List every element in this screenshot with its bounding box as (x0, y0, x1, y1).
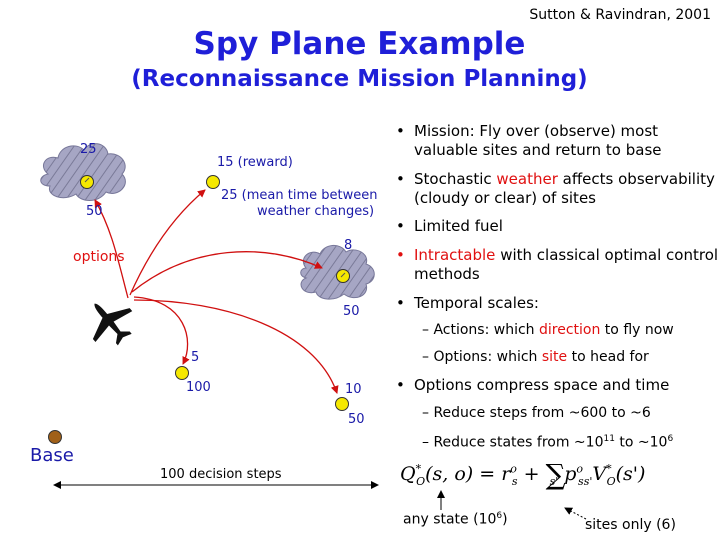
decision-steps-label: 100 decision steps (160, 467, 282, 482)
subbullet-options: – Options: which site to head for (422, 349, 649, 365)
citation: Sutton & Ravindran, 2001 (529, 7, 711, 23)
option-arrows (94, 189, 339, 394)
subbullet-states: – Reduce states from ~1011 to ~106 (422, 434, 674, 451)
slide-subtitle: (Reconnaissance Mission Planning) (131, 66, 588, 92)
cloud2-reward-label: 8 (344, 238, 353, 253)
subbullet-steps: – Reduce steps from ~600 to ~6 (422, 405, 651, 421)
subbullet-actions: – Actions: which direction to fly now (422, 322, 674, 338)
option-value-formula: Q*O(s, o) = ros + ∑s'poss'V*O(s') (400, 458, 646, 491)
any-state-annotation: any state (106) (403, 511, 508, 528)
site5-time-label: 100 (186, 380, 211, 395)
base-marker-icon (48, 430, 62, 444)
site-time-label-line2: weather changes) (257, 204, 375, 219)
sites-only-annotation: sites only (6) (585, 517, 676, 533)
site10-time-label: 50 (348, 412, 365, 427)
site-marker-icon (206, 175, 220, 189)
site5-reward-label: 5 (191, 350, 200, 365)
cloud-icon (40, 143, 126, 201)
cloud2-time-label: 50 (343, 304, 360, 319)
site-reward-label: 15 (reward) (217, 155, 293, 170)
cloud1-time-label: 50 (86, 204, 103, 219)
site-marker-icon (336, 269, 350, 283)
site-marker-icon (80, 175, 94, 189)
site10-reward-label: 10 (345, 382, 362, 397)
base-label: Base (30, 445, 74, 466)
site-time-label-line1: 25 (mean time between (221, 188, 378, 203)
options-label: options (73, 249, 125, 265)
sites-only-arrow (564, 507, 587, 520)
site-marker-icon (175, 366, 189, 380)
plane-icon (92, 303, 133, 346)
site-marker-icon (335, 397, 349, 411)
cloud1-reward-label: 25 (80, 142, 97, 157)
slide-title: Spy Plane Example (193, 26, 526, 62)
